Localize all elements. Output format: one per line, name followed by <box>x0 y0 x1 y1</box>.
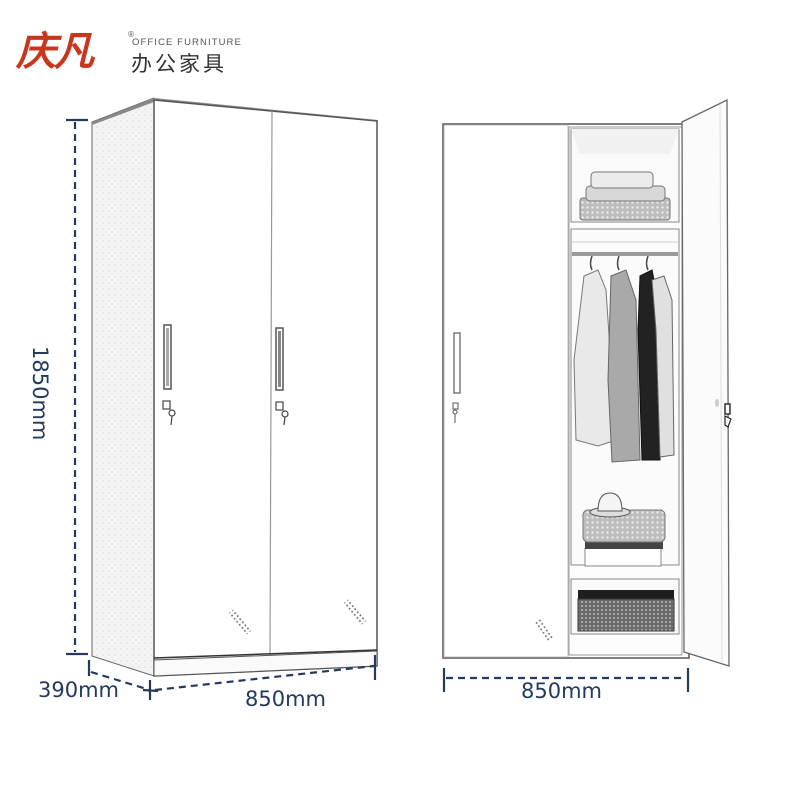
brand-logo: 庆凡 ® OFFICE FURNITURE 办公家具 <box>16 28 256 84</box>
width-dimension-label-left: 850mm <box>245 687 326 711</box>
registered-trademark: ® <box>127 30 135 39</box>
vent-icon <box>227 608 253 636</box>
width-dimension-label-right: 850mm <box>521 679 602 703</box>
brand-english-tagline: OFFICE FURNITURE <box>132 37 242 48</box>
closed-cabinet <box>91 97 378 677</box>
hanging-rail <box>572 252 678 256</box>
lock-icon <box>452 402 459 423</box>
depth-dimension-label: 390mm <box>38 678 119 702</box>
height-dimension-label: 1850mm <box>28 346 52 441</box>
open-door <box>681 98 730 667</box>
width-dimension-line-left <box>142 655 377 700</box>
vent-icon <box>534 618 554 642</box>
hanging-shirt <box>651 275 675 458</box>
depth-dimension-line <box>87 660 151 692</box>
brand-logo-mark: 庆凡 <box>16 28 94 75</box>
door-handle-icon <box>453 332 461 394</box>
height-dimension-line <box>66 118 88 656</box>
lock-icon <box>275 401 289 426</box>
width-dimension-line-right <box>442 668 690 692</box>
lock-icon <box>162 400 176 426</box>
hanging-jacket <box>573 269 617 447</box>
vent-icon <box>342 598 368 626</box>
hanging-sweater <box>607 269 641 463</box>
folded-clothes-stack <box>579 171 671 221</box>
storage-box <box>577 590 675 632</box>
open-cabinet <box>442 98 732 667</box>
hat-icon <box>597 492 623 512</box>
brand-chinese-tagline: 办公家具 <box>131 52 227 76</box>
lock-icon <box>715 399 732 428</box>
folded-clothes-with-hat <box>582 492 666 567</box>
